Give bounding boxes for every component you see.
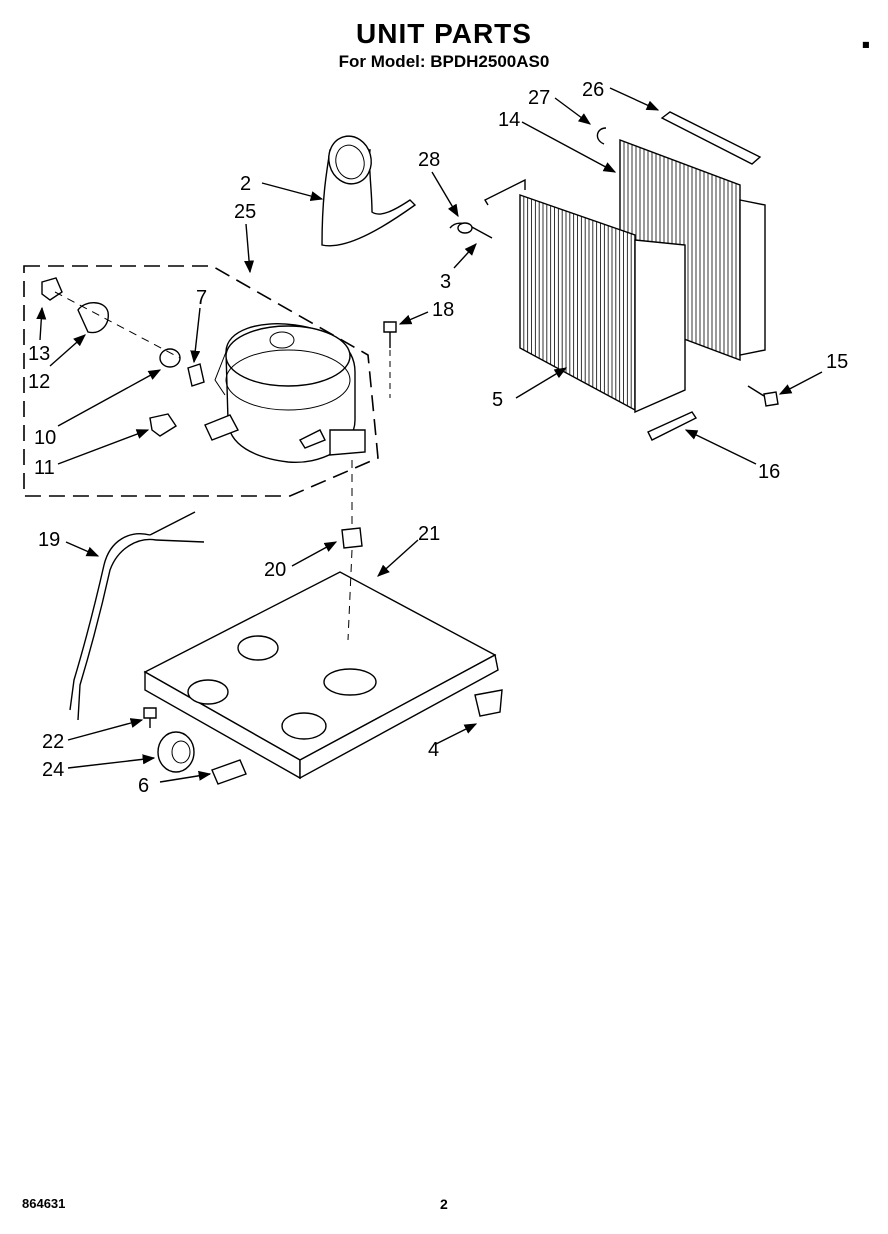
callout-13: 13 bbox=[28, 343, 50, 365]
part-18-screw bbox=[383, 321, 397, 348]
callout-2: 2 bbox=[240, 173, 251, 195]
callout-21: 21 bbox=[418, 523, 440, 545]
callout-22: 22 bbox=[42, 731, 64, 753]
part-10-overload bbox=[159, 348, 181, 368]
callout-6: 6 bbox=[138, 775, 149, 797]
assembly-outline-25 bbox=[23, 265, 379, 497]
base-pan-21 bbox=[143, 571, 499, 780]
callout-18: 18 bbox=[432, 299, 454, 321]
callout-26: 26 bbox=[582, 79, 604, 101]
callout-11: 11 bbox=[34, 457, 55, 479]
corner-mark: ■ bbox=[862, 40, 870, 49]
leader-lines bbox=[36, 87, 823, 783]
callout-7: 7 bbox=[196, 287, 207, 309]
part-4-foot bbox=[474, 689, 503, 717]
part-6-sleeve bbox=[211, 759, 247, 785]
part-20-grommet bbox=[341, 527, 363, 549]
callout-10: 10 bbox=[34, 427, 56, 449]
callout-24: 24 bbox=[42, 759, 64, 781]
document-number: 864631 bbox=[22, 1196, 66, 1211]
part-11-relay bbox=[149, 413, 177, 437]
part-27-clip bbox=[596, 127, 607, 145]
assembly-dashline bbox=[54, 291, 181, 359]
callout-28: 28 bbox=[418, 149, 440, 171]
part-19-harness bbox=[69, 511, 205, 721]
part-2-hose bbox=[321, 135, 417, 247]
callout-3: 3 bbox=[440, 271, 451, 293]
compressor bbox=[204, 323, 366, 464]
page-number: 2 bbox=[440, 1196, 448, 1212]
callout-27: 27 bbox=[528, 87, 550, 109]
part-12-cover bbox=[77, 302, 109, 334]
callout-15: 15 bbox=[826, 351, 848, 373]
part-28-fitting bbox=[449, 222, 493, 239]
callout-labels: 2 25 28 27 26 14 3 18 7 13 12 10 11 5 15… bbox=[28, 79, 848, 797]
part-22-screw bbox=[143, 707, 157, 728]
part-7-relay bbox=[187, 363, 205, 387]
part-24-wheel bbox=[157, 731, 195, 773]
part-15-screw bbox=[747, 385, 779, 407]
callout-20: 20 bbox=[264, 559, 286, 581]
callout-5: 5 bbox=[492, 389, 503, 411]
callout-14: 14 bbox=[498, 109, 520, 131]
callout-25: 25 bbox=[234, 201, 256, 223]
callout-4: 4 bbox=[428, 739, 439, 761]
callout-16: 16 bbox=[758, 461, 780, 483]
callout-12: 12 bbox=[28, 371, 50, 393]
callout-19: 19 bbox=[38, 529, 60, 551]
model-subtitle: For Model: BPDH2500AS0 bbox=[338, 52, 550, 71]
part-13-clip bbox=[41, 277, 63, 301]
part-16-strip bbox=[647, 411, 698, 441]
part-26-strip bbox=[660, 111, 762, 165]
evaporator-5 bbox=[484, 178, 686, 414]
page-title: UNIT PARTS bbox=[356, 18, 532, 49]
